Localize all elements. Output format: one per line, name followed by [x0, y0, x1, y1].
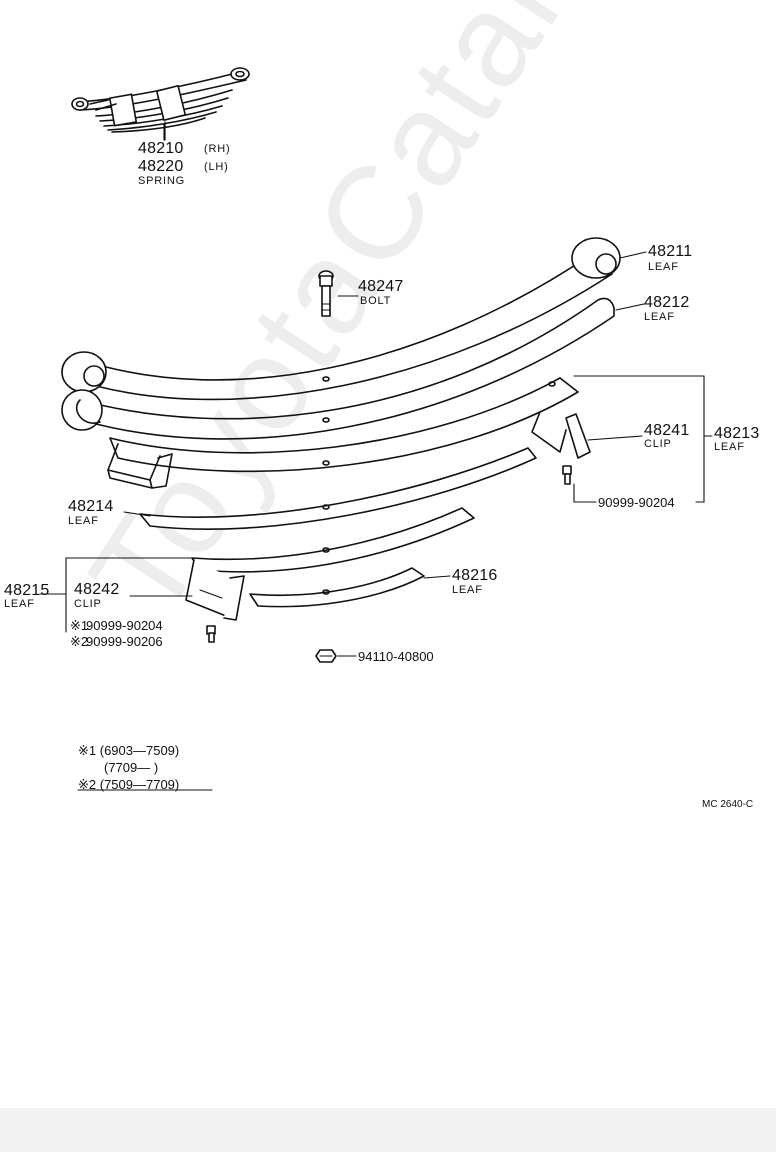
- alt-mark-1: ※1: [70, 618, 89, 633]
- alt-mark-2: ※2: [70, 634, 89, 649]
- side-lh-label: (LH): [204, 161, 229, 173]
- part-name-48211: LEAF: [648, 261, 679, 273]
- part-number-48213: 48213: [714, 425, 760, 442]
- rivet-90999-alt-left: [206, 625, 216, 643]
- part-number-48215: 48215: [4, 582, 50, 599]
- part-name-48242: CLIP: [74, 598, 102, 610]
- part-number-48242: 48242: [74, 581, 120, 598]
- part-number-48212: 48212: [644, 294, 690, 311]
- spring-name-label: SPRING: [138, 175, 185, 187]
- alt-part-number-1: 90999-90204: [86, 618, 163, 633]
- part-name-48215: LEAF: [4, 598, 35, 610]
- part-number-48211: 48211: [648, 243, 693, 260]
- leaf-48216-shape: [249, 567, 425, 608]
- footnote-line-1: ※1 (6903—7509): [78, 743, 180, 758]
- part-number-90999-90204: 90999-90204: [598, 495, 675, 510]
- leaf-48212-shape: [61, 297, 615, 440]
- part-number-48210: 48210: [138, 140, 184, 157]
- diagram-code: MC 2640-C: [702, 799, 754, 810]
- leaf-48213-shape: [107, 377, 591, 489]
- spring-assembly-thumbnail: [71, 67, 250, 141]
- bolt-48247-shape: [318, 270, 334, 317]
- side-rh-label: (RH): [204, 143, 231, 155]
- part-name-48247: BOLT: [360, 295, 392, 307]
- part-number-48247: 48247: [358, 278, 404, 295]
- footnote-line-2: (7709— ): [104, 760, 159, 775]
- alt-part-number-2: 90999-90206: [86, 634, 163, 649]
- part-name-48213: LEAF: [714, 441, 745, 453]
- leaf-48211-shape: [61, 237, 621, 401]
- leader-lines: [39, 123, 713, 791]
- part-number-48214: 48214: [68, 498, 114, 515]
- part-number-48241: 48241: [644, 422, 690, 439]
- part-name-48216: LEAF: [452, 584, 483, 596]
- rivet-90999-90204-right: [562, 465, 572, 485]
- part-name-48241: CLIP: [644, 438, 672, 450]
- part-number-48216: 48216: [452, 567, 498, 584]
- part-number-94110-40800: 94110-40800: [358, 649, 434, 664]
- footnote-line-3: ※2 (7509—7709): [78, 777, 180, 792]
- nut-94110-40800: [315, 649, 337, 663]
- footer-band: [0, 1108, 776, 1152]
- part-number-48220: 48220: [138, 158, 184, 175]
- leaf-48214-shape: [139, 447, 537, 530]
- leaf-48215-shape: [185, 507, 475, 621]
- part-name-48214: LEAF: [68, 515, 99, 527]
- part-name-48212: LEAF: [644, 311, 675, 323]
